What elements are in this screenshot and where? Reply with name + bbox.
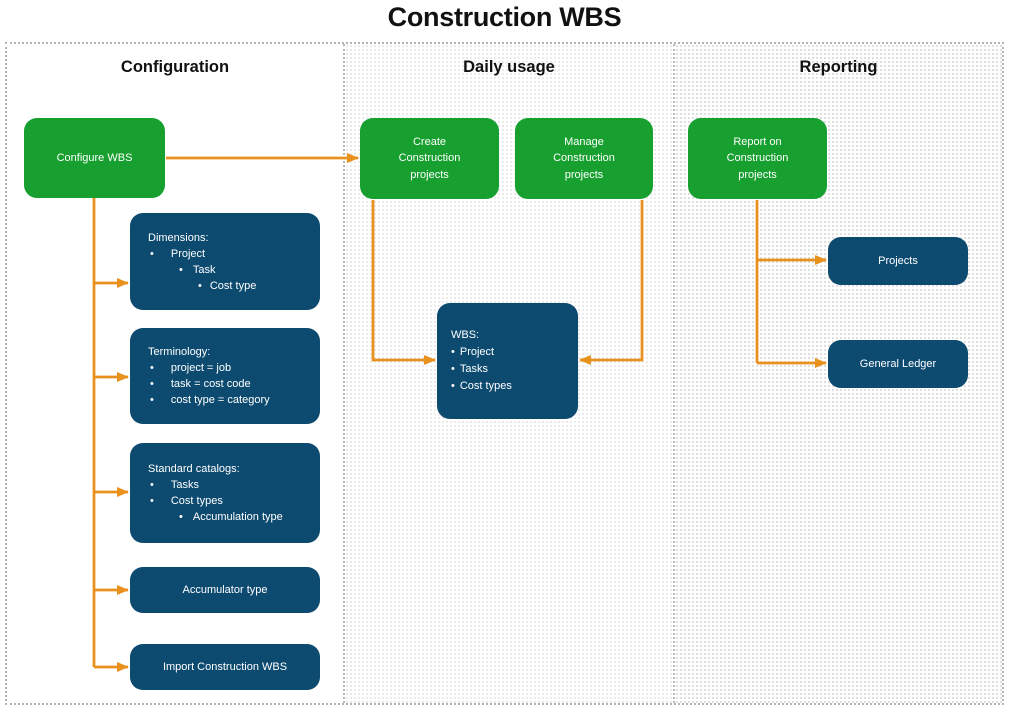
node-create-construction-projects: Create Construction projects <box>360 118 499 199</box>
column-header-reporting: Reporting <box>799 58 878 76</box>
node-standard-catalogs-title: Standard catalogs: <box>148 463 240 475</box>
node-dimensions-title: Dimensions: <box>148 231 209 244</box>
node-accumulator-type: Accumulator type <box>130 567 320 613</box>
bullet-icon <box>451 378 455 395</box>
node-report-on-construction-projects-label: Report on Construction projects <box>726 135 789 181</box>
bullet-icon <box>150 392 154 408</box>
bullet-icon <box>150 376 154 392</box>
bullet-icon <box>451 344 455 361</box>
node-general-ledger-label: General Ledger <box>859 358 937 370</box>
node-report-on-construction-projects: Report on Construction projects <box>688 118 827 199</box>
node-terminology: Terminology: project = job task = cost c… <box>130 328 320 424</box>
bullet-icon <box>179 262 183 278</box>
node-dimensions: Dimensions: Project Task Cost type <box>130 213 320 310</box>
node-terminology-title: Terminology: <box>148 346 211 358</box>
node-configure-wbs-label: Configure WBS <box>56 151 133 164</box>
bullet-icon <box>451 361 455 378</box>
list-item: Cost type <box>198 278 310 294</box>
bullet-icon <box>150 246 154 262</box>
column-header-daily-usage: Daily usage <box>463 58 555 76</box>
bullet-icon <box>179 509 183 525</box>
bullet-icon <box>198 278 202 294</box>
node-manage-construction-projects: Manage Construction projects <box>515 118 653 199</box>
list-item: project = job <box>150 360 310 376</box>
node-import-construction-wbs: Import Construction WBS <box>130 644 320 690</box>
node-general-ledger: General Ledger <box>828 340 968 388</box>
node-projects: Projects <box>828 237 968 285</box>
list-item: Project <box>451 344 568 361</box>
list-item: Accumulation type <box>179 509 310 525</box>
node-import-construction-wbs-label: Import Construction WBS <box>162 661 288 673</box>
list-item: Task <box>179 262 310 278</box>
node-accumulator-type-label: Accumulator type <box>182 584 268 596</box>
bullet-icon <box>150 493 154 509</box>
node-manage-construction-projects-label: Manage Construction projects <box>553 135 615 181</box>
node-projects-label: Projects <box>878 255 918 267</box>
node-wbs-title: WBS: <box>451 329 480 341</box>
bullet-icon <box>150 360 154 376</box>
node-configure-wbs: Configure WBS <box>24 118 165 198</box>
column-header-configuration: Configuration <box>120 58 230 76</box>
node-wbs: WBS: Project Tasks Cost types <box>437 303 578 419</box>
list-item: Cost types <box>451 378 568 395</box>
page-title: Construction WBS <box>387 2 622 32</box>
list-item: task = cost code <box>150 376 310 392</box>
list-item: Tasks <box>150 477 310 493</box>
list-item: Project <box>150 246 310 262</box>
bullet-icon <box>150 477 154 493</box>
list-item: Tasks <box>451 361 568 378</box>
list-item: cost type = category <box>150 392 310 408</box>
node-create-construction-projects-label: Create Construction projects <box>398 135 461 181</box>
node-standard-catalogs: Standard catalogs: Tasks Cost types Accu… <box>130 443 320 543</box>
list-item: Cost types <box>150 493 310 509</box>
